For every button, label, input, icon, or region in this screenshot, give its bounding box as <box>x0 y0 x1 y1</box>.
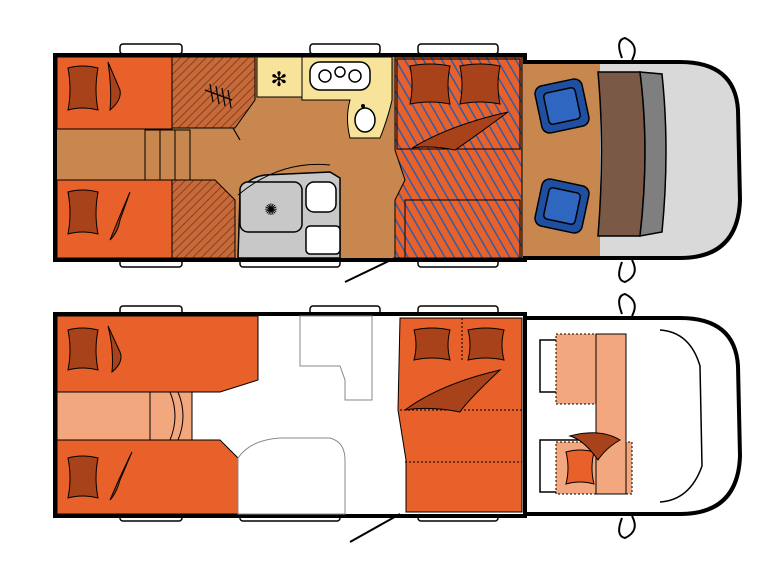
windscreen <box>659 329 703 503</box>
window-top-3 <box>417 43 499 55</box>
window-top-1 <box>119 43 183 55</box>
wardrobe-hatched-upper <box>171 56 256 129</box>
mirror-right-top <box>618 259 636 284</box>
shower-tray <box>239 181 303 233</box>
dinette-cushion-bottom <box>404 199 521 259</box>
entry-door <box>344 257 396 283</box>
toilet <box>305 181 337 213</box>
dashboard-grey <box>639 71 667 237</box>
cab-seat-icon <box>534 78 590 234</box>
pillow-icon <box>67 327 99 499</box>
pillow-icon <box>409 63 501 105</box>
window-top-2 <box>309 43 381 55</box>
blanket-icon <box>404 369 502 413</box>
blanket-icon <box>107 325 133 501</box>
cab-bed-panel <box>595 333 627 495</box>
washbasin <box>305 225 341 255</box>
pillow-icon <box>565 449 595 485</box>
blanket-icon <box>107 61 131 241</box>
pillow-icon <box>67 65 99 235</box>
dashboard-brown <box>597 71 646 237</box>
ladder-steps-icon <box>144 129 191 181</box>
sink-icon <box>354 107 376 133</box>
shower-drain-icon: ✺ <box>264 200 277 219</box>
rear-bed-middle <box>56 391 193 441</box>
bathroom-outline <box>237 437 346 515</box>
blanket-icon <box>568 432 621 461</box>
pillow-icon <box>413 327 505 361</box>
bathroom-door-arc <box>237 163 331 196</box>
hob-burners-icon <box>309 61 371 91</box>
tap-icon <box>361 104 365 108</box>
day-layout-plan: ✻ ✺ <box>53 36 743 284</box>
rear-bed-upper <box>56 315 259 393</box>
blanket-icon <box>411 111 509 151</box>
mirror-right-bottom <box>618 515 636 540</box>
mirror-left-bottom <box>618 292 636 317</box>
ladder-steps-icon <box>149 391 184 441</box>
wardrobe-hatched-lower <box>171 179 236 259</box>
fridge <box>256 56 303 98</box>
snowflake-icon: ✻ <box>271 67 288 91</box>
entry-door <box>349 513 401 543</box>
dinette-bed <box>397 317 523 513</box>
night-layout-plan <box>53 292 743 543</box>
kitchen-outline <box>299 315 373 401</box>
ladder-icon <box>204 83 241 141</box>
mirror-left-top <box>618 36 636 61</box>
